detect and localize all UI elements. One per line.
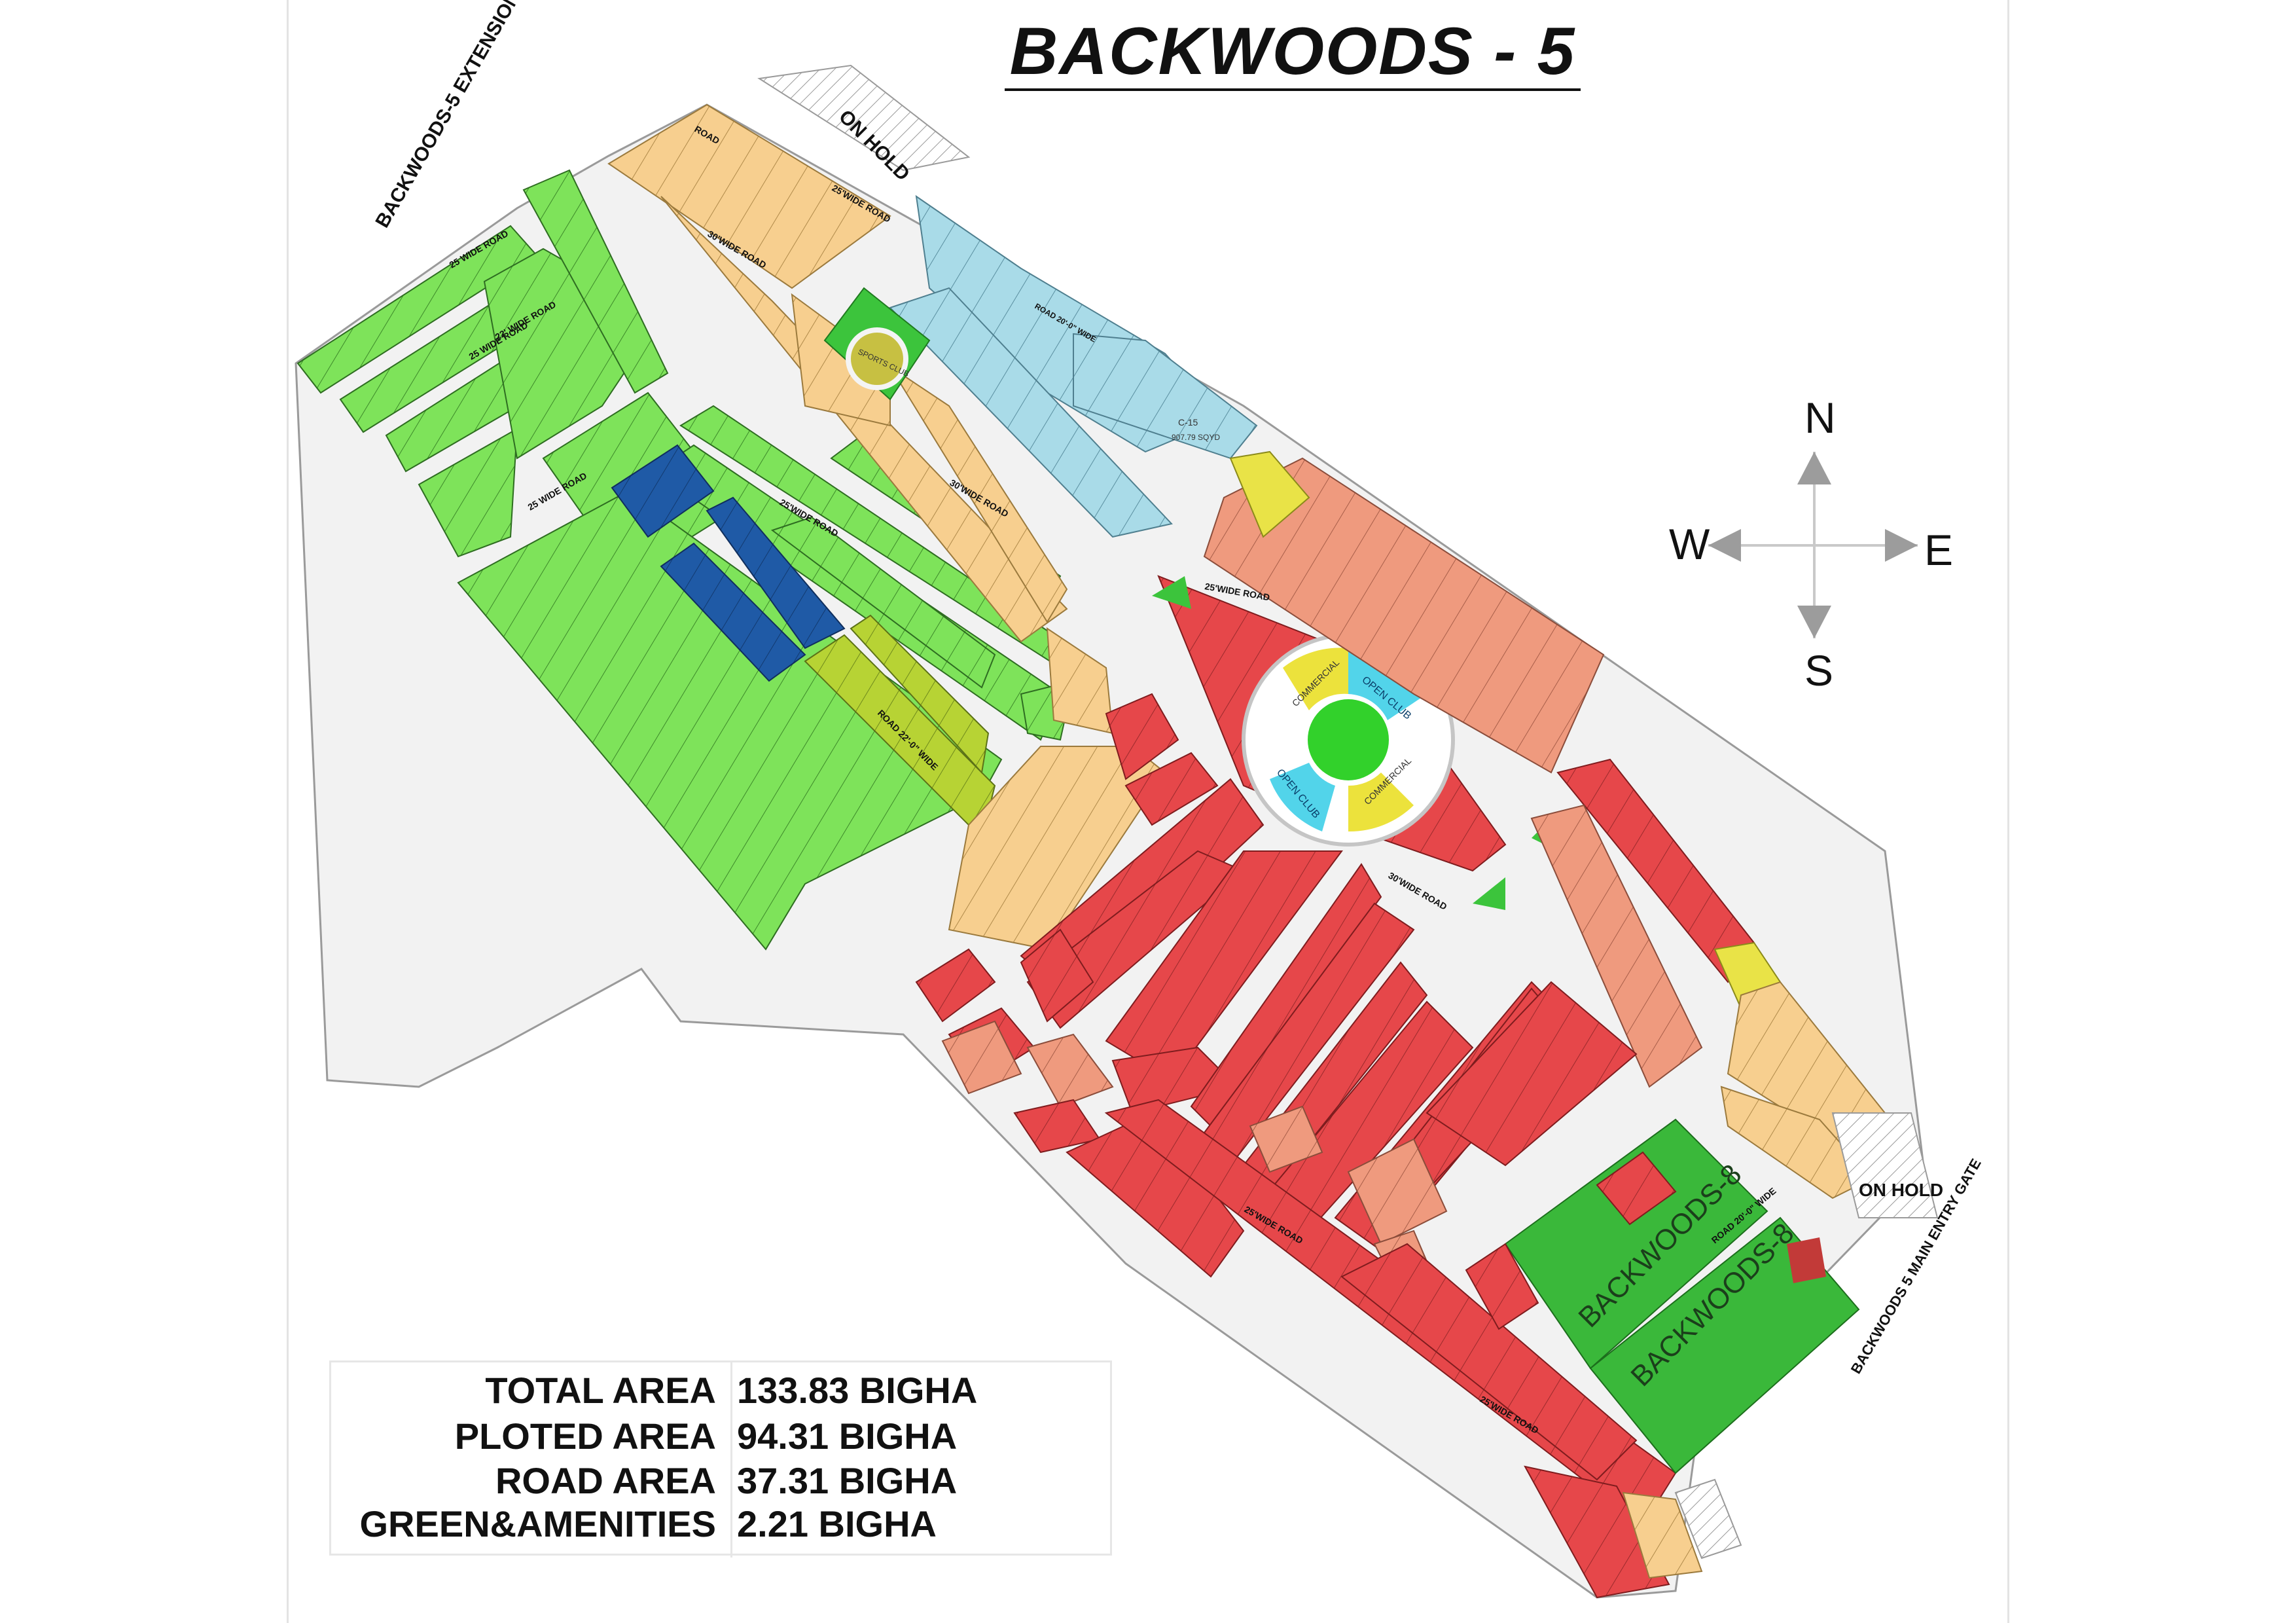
compass-east-arrow <box>1885 529 1918 562</box>
compass-south-arrow <box>1797 606 1831 638</box>
salmon-block-east <box>1530 804 1703 1088</box>
salmon-block-c2 <box>1347 1138 1448 1245</box>
green-block-6 <box>522 169 669 394</box>
table-row: PLOTED AREA 94.31 BIGHA <box>331 1415 1114 1457</box>
compass-south-label: S <box>1804 646 1834 695</box>
backwoods8-block-b <box>1589 1216 1860 1474</box>
salmon-block-ne <box>1203 457 1605 774</box>
open-club-north <box>1348 648 1427 720</box>
red-block-w2 <box>915 948 996 1023</box>
on-hold-top-area <box>757 64 971 172</box>
compass-north-label: N <box>1804 393 1836 442</box>
on-hold-right-area <box>1831 1112 1939 1218</box>
title-underline <box>1005 88 1581 91</box>
ploted-area-label: PLOTED AREA <box>454 1415 716 1457</box>
area-summary-table: TOTAL AREA 133.83 BIGHA PLOTED AREA 94.3… <box>329 1360 1114 1558</box>
commercial-south <box>1348 773 1414 832</box>
salmon-block-w1 <box>941 1020 1022 1095</box>
navy-block-3 <box>706 496 846 649</box>
green-triangle-2 <box>1473 877 1505 910</box>
sports-club-circle <box>846 327 908 390</box>
red-block-2 <box>1124 752 1219 826</box>
blue-block-3 <box>1073 333 1258 460</box>
beige-strip-1 <box>607 103 891 289</box>
salmon-block-c1 <box>1249 1105 1323 1173</box>
compass-icon <box>1708 452 1918 638</box>
road-area-value: 37.31 BIGHA <box>737 1460 958 1501</box>
commercial-north <box>1283 647 1348 710</box>
on-hold-right-label: ON HOLD <box>1859 1180 1943 1200</box>
open-club-south <box>1270 763 1335 831</box>
table-row: GREEN&AMENITIES 2.21 BIGHA <box>331 1503 1114 1544</box>
green-amenities-label: GREEN&AMENITIES <box>359 1503 717 1544</box>
total-area-value: 133.83 BIGHA <box>737 1370 978 1411</box>
salmon-block-w2 <box>1026 1033 1114 1108</box>
hatched-area-south <box>1674 1478 1742 1559</box>
extension-label: BACKWOODS-5 EXTENSION <box>371 0 524 231</box>
red-shrub-icon <box>1787 1237 1826 1283</box>
red-block-w1 <box>1020 928 1094 1023</box>
red-block-13 <box>1426 981 1638 1167</box>
backwoods8-block-a <box>1504 1118 1768 1370</box>
yellow-block-1 <box>1229 450 1310 538</box>
compass-east-label: E <box>1924 526 1954 574</box>
blue-block-2 <box>889 287 1173 538</box>
compass-west-label: W <box>1669 520 1710 568</box>
green-triangle-1 <box>1152 576 1191 609</box>
backwoods8-red-2 <box>1596 1151 1677 1226</box>
navy-block-2 <box>660 542 806 682</box>
backwoods8-red-1 <box>1465 1243 1539 1330</box>
c15-block-label: C-15 <box>1178 417 1198 428</box>
table-row: ROAD AREA 37.31 BIGHA <box>331 1459 1114 1501</box>
lime-block-2 <box>850 614 990 775</box>
red-strip-south-2 <box>1340 1243 1638 1481</box>
navy-block-1 <box>611 444 715 538</box>
roundabout-center <box>1308 699 1389 780</box>
green-amenities-value: 2.21 BIGHA <box>737 1503 937 1544</box>
compass-west-arrow <box>1708 529 1741 562</box>
page-frame <box>287 0 2009 1623</box>
beige-block-s <box>1622 1491 1703 1579</box>
total-area-label: TOTAL AREA <box>485 1370 716 1411</box>
ploted-area-value: 94.31 BIGHA <box>737 1415 958 1457</box>
table-divider <box>730 1362 732 1558</box>
c15-area-label: 907.79 SQYD <box>1172 433 1220 442</box>
green-block-12 <box>770 516 996 689</box>
green-block-4 <box>418 428 518 558</box>
compass-north-arrow <box>1797 452 1831 484</box>
beige-strip-3 <box>889 366 1068 623</box>
red-block-1 <box>1105 693 1179 780</box>
red-strip-south-3 <box>1524 1465 1670 1599</box>
table-row: TOTAL AREA 133.83 BIGHA <box>331 1369 1114 1411</box>
page-title: BACKWOODS - 5 <box>1009 14 1576 88</box>
road-area-label: ROAD AREA <box>495 1460 716 1501</box>
lime-block-1 <box>804 634 996 839</box>
red-block-7 <box>1190 863 1382 1127</box>
